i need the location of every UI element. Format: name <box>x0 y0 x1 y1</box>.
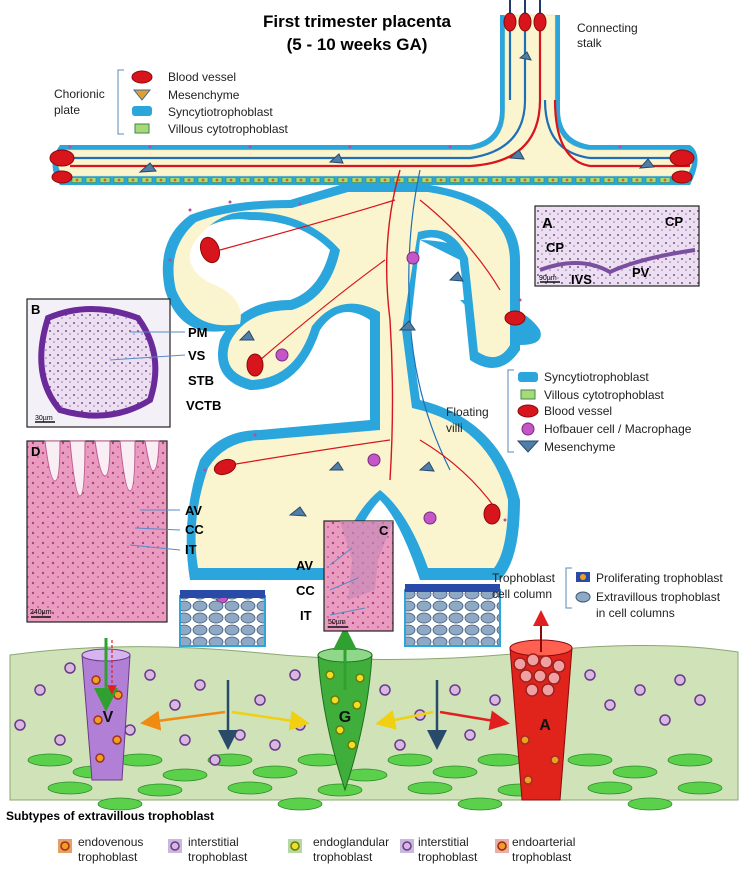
syncytiotrophoblast-icon <box>132 106 152 116</box>
artery-letter: A <box>539 717 551 734</box>
legend-proliferating: Proliferating trophoblast <box>596 571 723 585</box>
subtypes-legend: Subtypes of extravillous trophoblast end… <box>6 809 575 864</box>
floating-villi-legend: Floating villi Syncytiotrophoblast Villo… <box>446 369 692 454</box>
connecting-stalk-line2: stalk <box>577 36 603 50</box>
uterine-gland: G <box>317 626 373 792</box>
panel-b-vs: VS <box>188 348 206 363</box>
syncytiotrophoblast-icon <box>518 372 538 382</box>
panel-d-letter: D <box>31 444 40 459</box>
subtypes-heading: Subtypes of extravillous trophoblast <box>6 809 214 823</box>
panel-c: C AV CC IT 50µm <box>296 520 394 632</box>
chorionic-plate-legend: Chorionic plate Blood vessel Mesenchyme … <box>54 69 289 136</box>
panel-b-vctb: VCTB <box>186 398 221 413</box>
panel-c-scale: 50µm <box>328 619 346 626</box>
subtype-endovenous-1: endovenous <box>78 835 143 849</box>
extravillous-trophoblast-icon <box>575 591 591 603</box>
hofbauer-cell-icon <box>521 422 535 436</box>
villous-cytotrophoblast-icon <box>134 123 150 134</box>
legend-fv-hofbauer: Hofbauer cell / Macrophage <box>544 422 692 436</box>
chorionic-plate-label-1: Chorionic <box>54 87 105 101</box>
floating-villi-label-2: villi <box>446 421 463 435</box>
panel-c-av: AV <box>296 558 313 573</box>
panel-d: D AV CC IT 240µm <box>26 440 204 623</box>
subtype-endoarterial-1: endoarterial <box>512 835 575 849</box>
panel-c-cc: CC <box>296 583 315 598</box>
panel-d-av: AV <box>185 503 202 518</box>
mesenchyme-icon <box>516 440 540 453</box>
legend-syncytiotrophoblast: Syncytiotrophoblast <box>168 105 273 119</box>
cell-column-legend: Trophoblast cell column Proliferating tr… <box>492 567 723 620</box>
panel-c-letter: C <box>379 523 389 538</box>
subtype-interstitial-1b: trophoblast <box>188 850 248 864</box>
connecting-stalk-line1: Connecting <box>577 21 638 35</box>
panel-a-ivs: IVS <box>571 272 592 287</box>
panel-a-letter: A <box>542 215 553 232</box>
panel-b: B PM VS STB VCTB 30µm <box>26 298 221 428</box>
subtype-interstitial-2b: trophoblast <box>418 850 478 864</box>
subtype-endovenous-2: trophoblast <box>78 850 138 864</box>
subtype-endoglandular-1: endoglandular <box>313 835 389 849</box>
legend-in-cell-columns: in cell columns <box>596 606 675 620</box>
cell-column-label-1: Trophoblast <box>492 571 556 585</box>
floating-villi-label-1: Floating <box>446 405 489 419</box>
villous-tree <box>49 0 698 647</box>
panel-d-it: IT <box>185 542 197 557</box>
vein-letter: V <box>103 709 114 726</box>
subtype-endoarterial-2: trophoblast <box>512 850 572 864</box>
title-line2: (5 - 10 weeks GA) <box>287 35 428 54</box>
panel-a-scale: 90µm <box>539 275 557 282</box>
cell-column-label-2: cell column <box>492 587 552 601</box>
subtype-interstitial-1a: interstitial <box>188 835 239 849</box>
subtype-interstitial-2a: interstitial <box>418 835 469 849</box>
legend-fv-mesenchyme: Mesenchyme <box>544 440 616 454</box>
blood-vessel-icon <box>517 404 539 418</box>
legend-villous-cytotrophoblast: Villous cytotrophoblast <box>168 122 289 136</box>
mesenchyme-icon <box>132 89 152 101</box>
blood-vessel-icon <box>131 70 153 84</box>
panel-b-stb: STB <box>188 373 214 388</box>
panel-d-cc: CC <box>185 522 204 537</box>
title-line1: First trimester placenta <box>263 12 452 31</box>
panel-c-it: IT <box>300 608 312 623</box>
legend-blood-vessel: Blood vessel <box>168 70 236 84</box>
legend-fv-syncytio: Syncytiotrophoblast <box>544 370 649 384</box>
legend-fv-blood-vessel: Blood vessel <box>544 404 612 418</box>
panel-b-letter: B <box>31 302 40 317</box>
panel-a-pv: PV <box>632 265 650 280</box>
panel-a-cp-right: CP <box>665 214 683 229</box>
migration-arrows <box>140 680 510 750</box>
chorionic-plate-label-2: plate <box>54 103 80 117</box>
villous-cytotrophoblast-icon <box>520 389 536 400</box>
legend-extravillous: Extravillous trophoblast <box>596 590 721 604</box>
panel-b-scale: 30µm <box>35 415 53 422</box>
uterine-vein: V <box>81 638 131 781</box>
panel-d-scale: 240µm <box>30 609 52 616</box>
subtype-endoglandular-2: trophoblast <box>313 850 373 864</box>
panel-a-cp-left: CP <box>546 240 564 255</box>
legend-mesenchyme: Mesenchyme <box>168 88 240 102</box>
gland-letter: G <box>339 709 351 726</box>
panel-b-pm: PM <box>188 325 208 340</box>
spiral-artery: A <box>509 610 573 801</box>
cell-columns <box>179 584 501 647</box>
panel-a: A CP CP IVS PV 90µm <box>534 205 700 287</box>
legend-fv-vctb: Villous cytotrophoblast <box>544 388 665 402</box>
